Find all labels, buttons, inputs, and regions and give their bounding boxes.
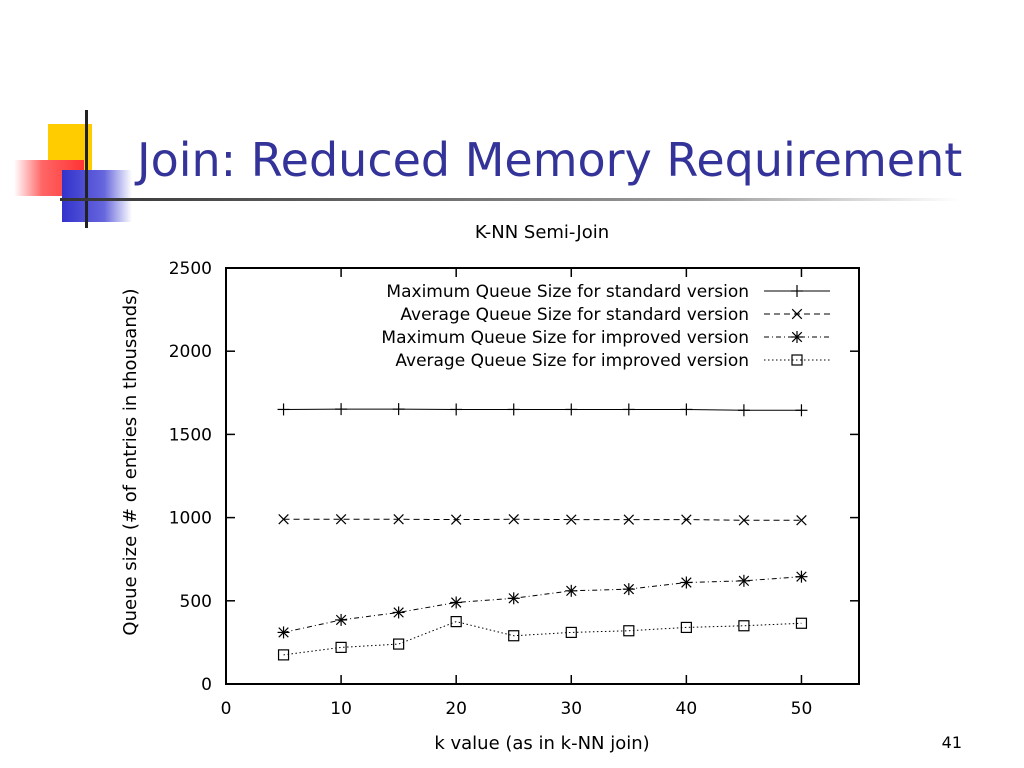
- chart-title: K-NN Semi-Join: [474, 222, 610, 243]
- data-point: [566, 514, 577, 525]
- series-line: [283, 518, 802, 521]
- data-point: [507, 403, 520, 416]
- data-point: [335, 613, 348, 626]
- data-point: [278, 514, 289, 525]
- data-point: [508, 514, 519, 525]
- data-point: [393, 514, 404, 525]
- data-point: [450, 403, 463, 416]
- y-tick-label: 500: [180, 592, 212, 612]
- data-point: [795, 404, 808, 417]
- y-tick-label: 1000: [169, 509, 212, 529]
- data-point: [681, 514, 692, 525]
- axes: 0 500 1000 1500 2000 2500 0 10 20 30 40 50: [169, 259, 860, 719]
- data-point: [450, 615, 462, 628]
- data-point: [796, 515, 807, 526]
- x-axis-label: k value (as in k-NN join): [434, 733, 649, 754]
- data-point: [795, 570, 808, 583]
- series-layer: [277, 403, 808, 661]
- series-4: [277, 615, 808, 661]
- legend-marker: [791, 354, 803, 366]
- logo-blue-square: [62, 170, 132, 222]
- series-2: [278, 514, 807, 526]
- legend: Maximum Queue Size for standard versionA…: [381, 282, 830, 371]
- data-point: [393, 638, 405, 650]
- data-point: [795, 617, 808, 629]
- data-point: [623, 625, 635, 637]
- data-point: [507, 592, 520, 605]
- y-tick-label: 0: [201, 675, 212, 695]
- data-point: [565, 403, 578, 416]
- data-point: [680, 403, 693, 416]
- data-point: [680, 621, 692, 634]
- data-point: [737, 574, 750, 587]
- x-tick-label: 30: [560, 699, 582, 719]
- data-point: [508, 630, 520, 642]
- legend-label: Average Queue Size for improved version: [395, 351, 749, 371]
- x-tick-label: 50: [791, 699, 813, 719]
- data-point: [335, 514, 347, 525]
- x-tick-label: 0: [221, 699, 232, 719]
- x-tick-label: 40: [676, 699, 698, 719]
- data-point: [622, 583, 635, 596]
- series-1: [277, 403, 808, 417]
- series-line: [283, 576, 802, 633]
- x-tick-label: 10: [330, 699, 352, 719]
- data-point: [680, 576, 693, 589]
- data-point: [277, 649, 290, 661]
- legend-marker: [791, 308, 803, 320]
- y-tick-label: 2500: [169, 259, 212, 279]
- data-point: [565, 584, 578, 597]
- y-axis-label: Queue size (# of entries in thousands): [120, 288, 141, 635]
- data-point: [335, 641, 347, 653]
- series-3: [277, 570, 808, 639]
- legend-marker: [791, 331, 803, 343]
- y-tick-label: 1500: [169, 425, 212, 445]
- data-point: [623, 514, 635, 525]
- title-divider: [60, 198, 960, 201]
- page-number: 41: [941, 733, 962, 752]
- legend-label: Average Queue Size for standard version: [400, 305, 749, 325]
- plot-frame: [225, 267, 860, 685]
- legend-label: Maximum Queue Size for standard version: [386, 282, 749, 302]
- y-tick-label: 2000: [169, 342, 212, 362]
- data-point: [738, 620, 750, 632]
- data-point: [335, 403, 348, 416]
- logo-vertical-line: [85, 110, 88, 228]
- data-point: [622, 403, 635, 416]
- series-line: [283, 408, 802, 411]
- x-tick-label: 20: [445, 699, 467, 719]
- data-point: [738, 515, 750, 526]
- data-point: [392, 606, 405, 619]
- legend-marker: [791, 285, 803, 297]
- slide-logo: [12, 110, 142, 230]
- data-point: [565, 626, 577, 639]
- data-point: [277, 626, 290, 639]
- series-line: [283, 621, 802, 656]
- data-point: [450, 514, 462, 525]
- slide-title: Join: Reduced Memory Requirement: [137, 133, 963, 187]
- data-point: [277, 403, 290, 416]
- legend-label: Maximum Queue Size for improved version: [381, 328, 749, 348]
- data-point: [737, 404, 750, 417]
- data-point: [450, 596, 463, 609]
- data-point: [392, 403, 405, 416]
